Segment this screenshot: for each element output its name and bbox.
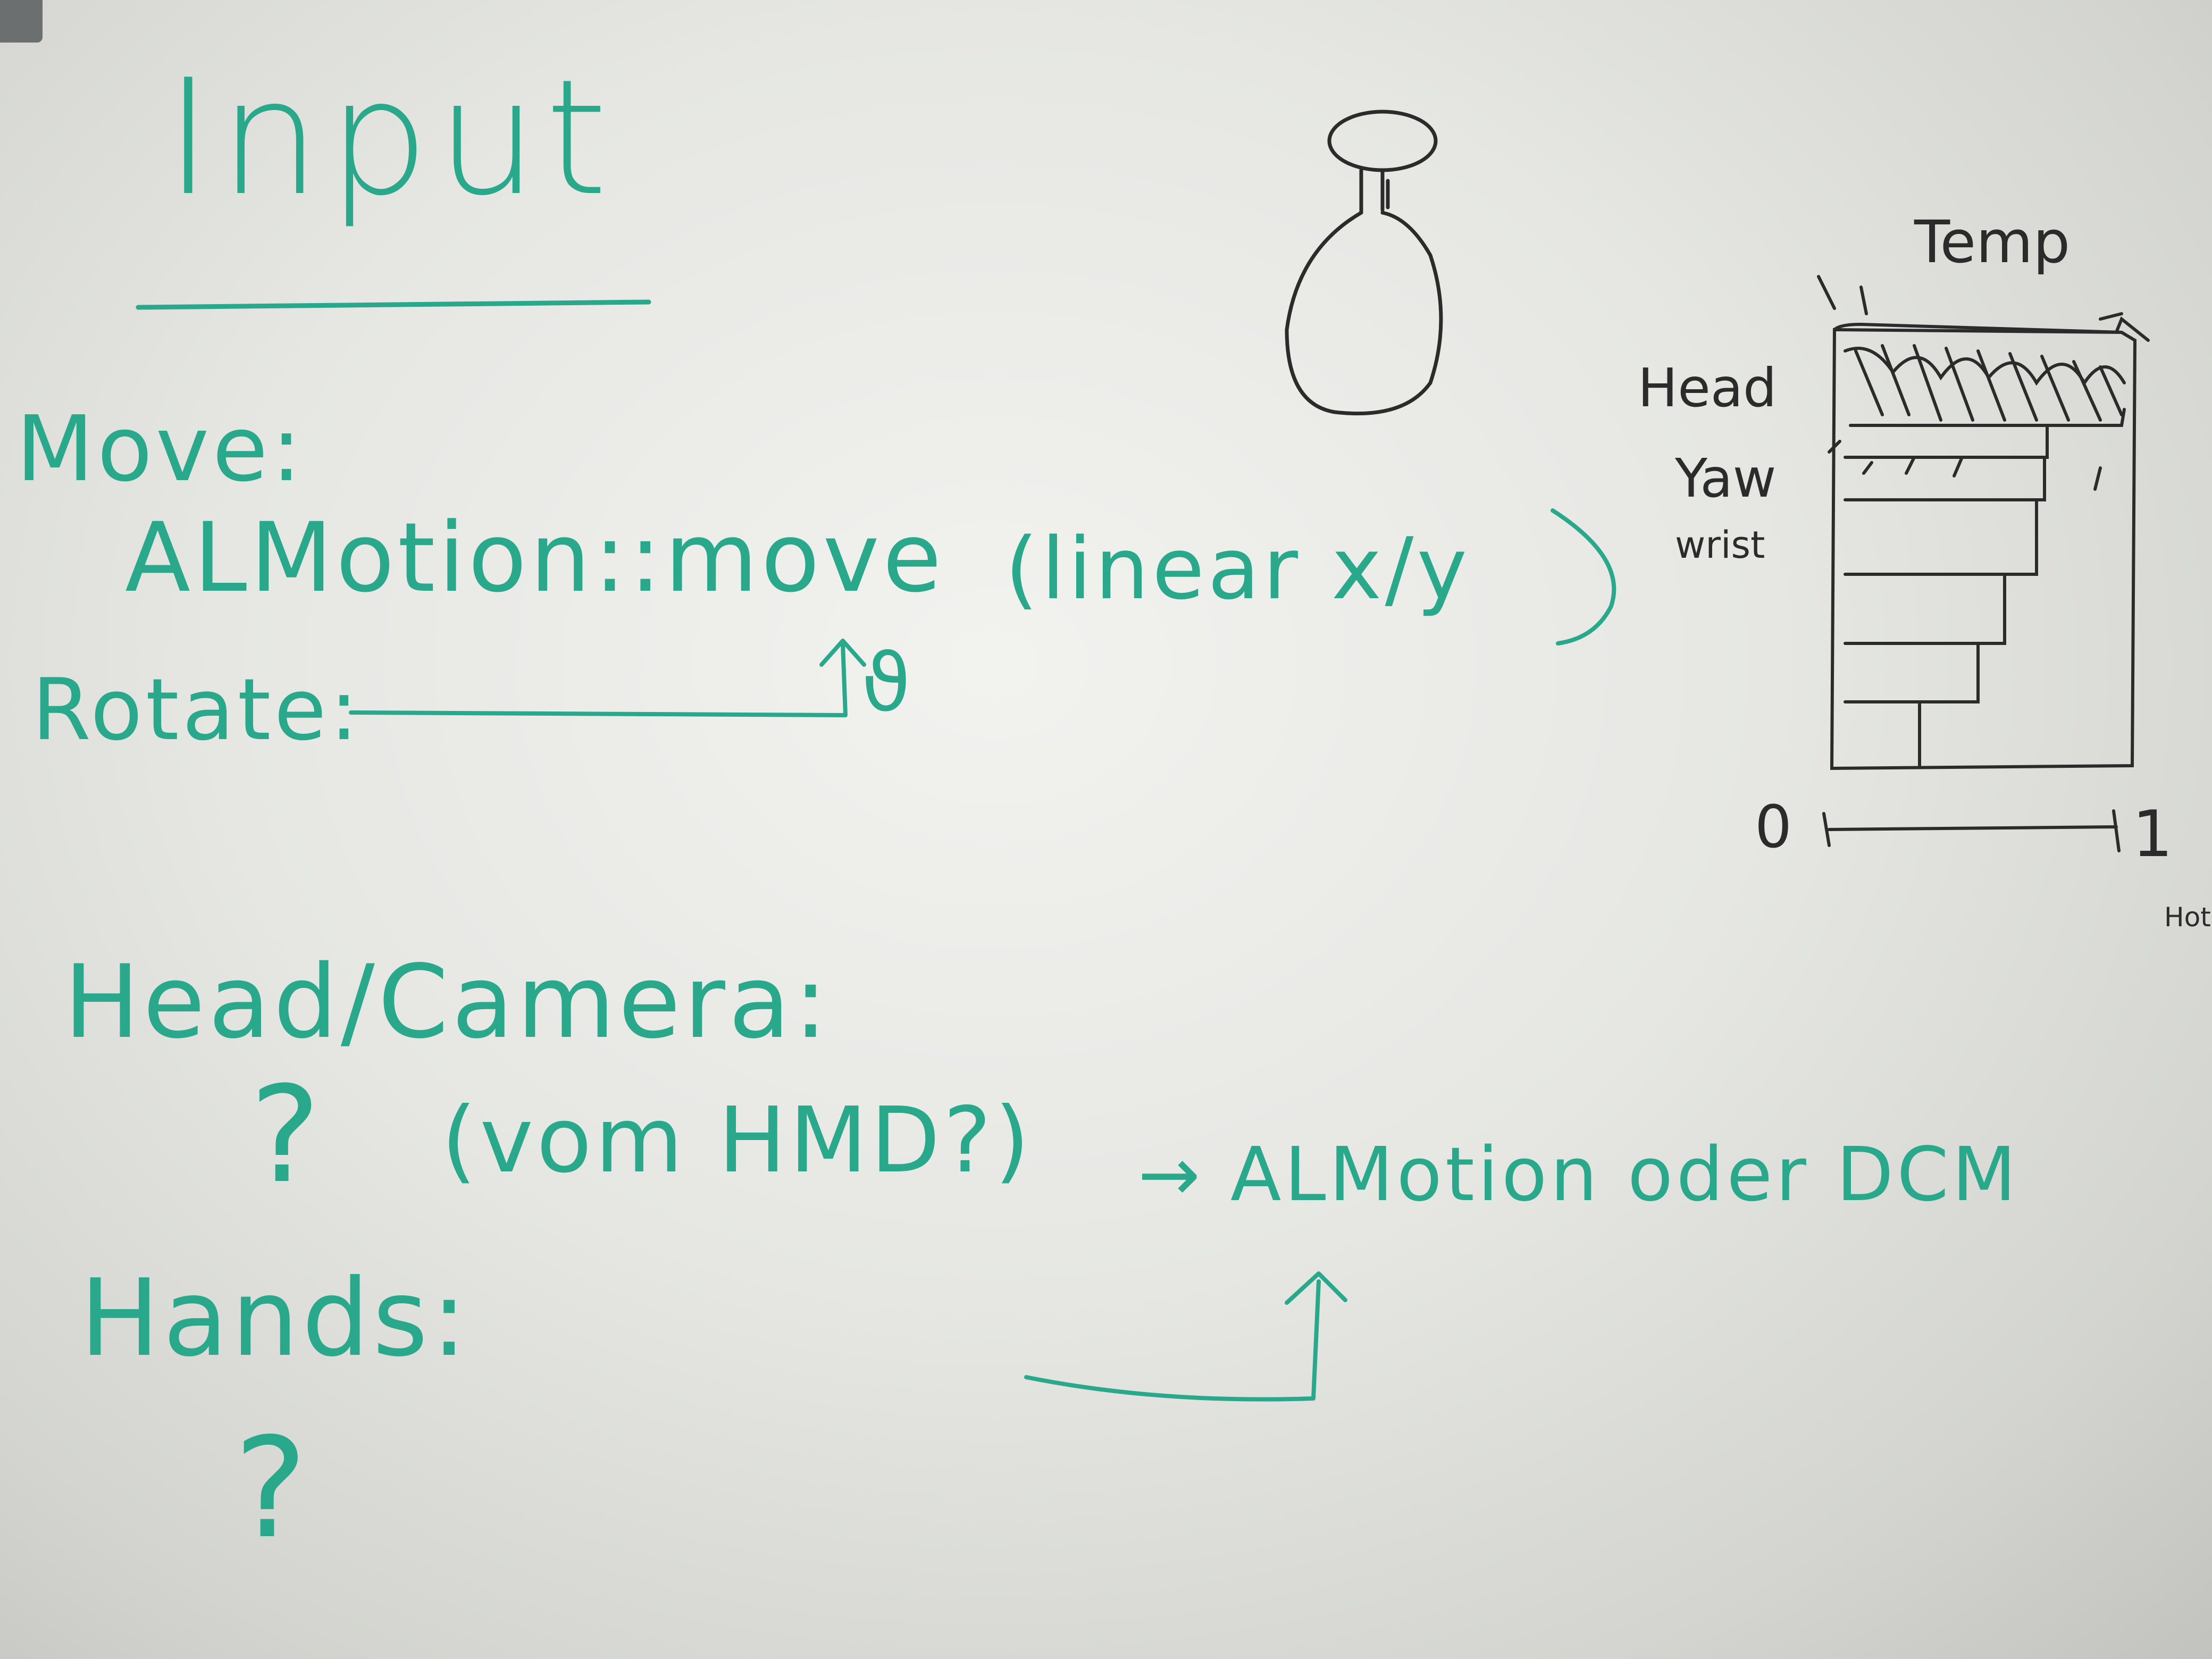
temperature-bar-sketch [1817, 275, 2150, 852]
hands-question: ? [234, 1409, 311, 1569]
sketch-axis-min: 0 [1755, 793, 1792, 861]
sketch-yaw-label: Yaw [1675, 447, 1777, 509]
sketch-axis-max: 1 [2132, 798, 2173, 872]
sketch-head-label: Head [1638, 357, 1777, 419]
head-camera-note: (vom HMD?) [441, 1088, 1033, 1193]
move-command: ALMotion::move [125, 502, 945, 614]
head-camera-question: ? [250, 1058, 324, 1212]
whiteboard-frame-corner [0, 0, 43, 43]
head-camera-target: → ALMotion oder DCM [1138, 1132, 2020, 1218]
rotate-symbol: ϑ [861, 637, 914, 730]
hands-arrow [1024, 1271, 1347, 1402]
robot-sketch [1285, 110, 1443, 416]
title-underline [136, 299, 651, 310]
sketch-wrist-label: wrist [1675, 523, 1765, 567]
head-camera-label: Head/Camera: [64, 943, 831, 1061]
rotate-label: Rotate: [32, 660, 362, 759]
hands-label: Hands: [80, 1256, 471, 1380]
rotate-arrow [349, 639, 866, 717]
board-title: Input [165, 45, 615, 231]
sketch-temp-label: Temp [1914, 208, 2071, 276]
sketch-axis-unit: Hot [2164, 902, 2211, 933]
move-note: (linear x/y [1005, 519, 1471, 618]
move-closing-paren [1551, 508, 1616, 646]
move-label: Move: [16, 397, 305, 502]
